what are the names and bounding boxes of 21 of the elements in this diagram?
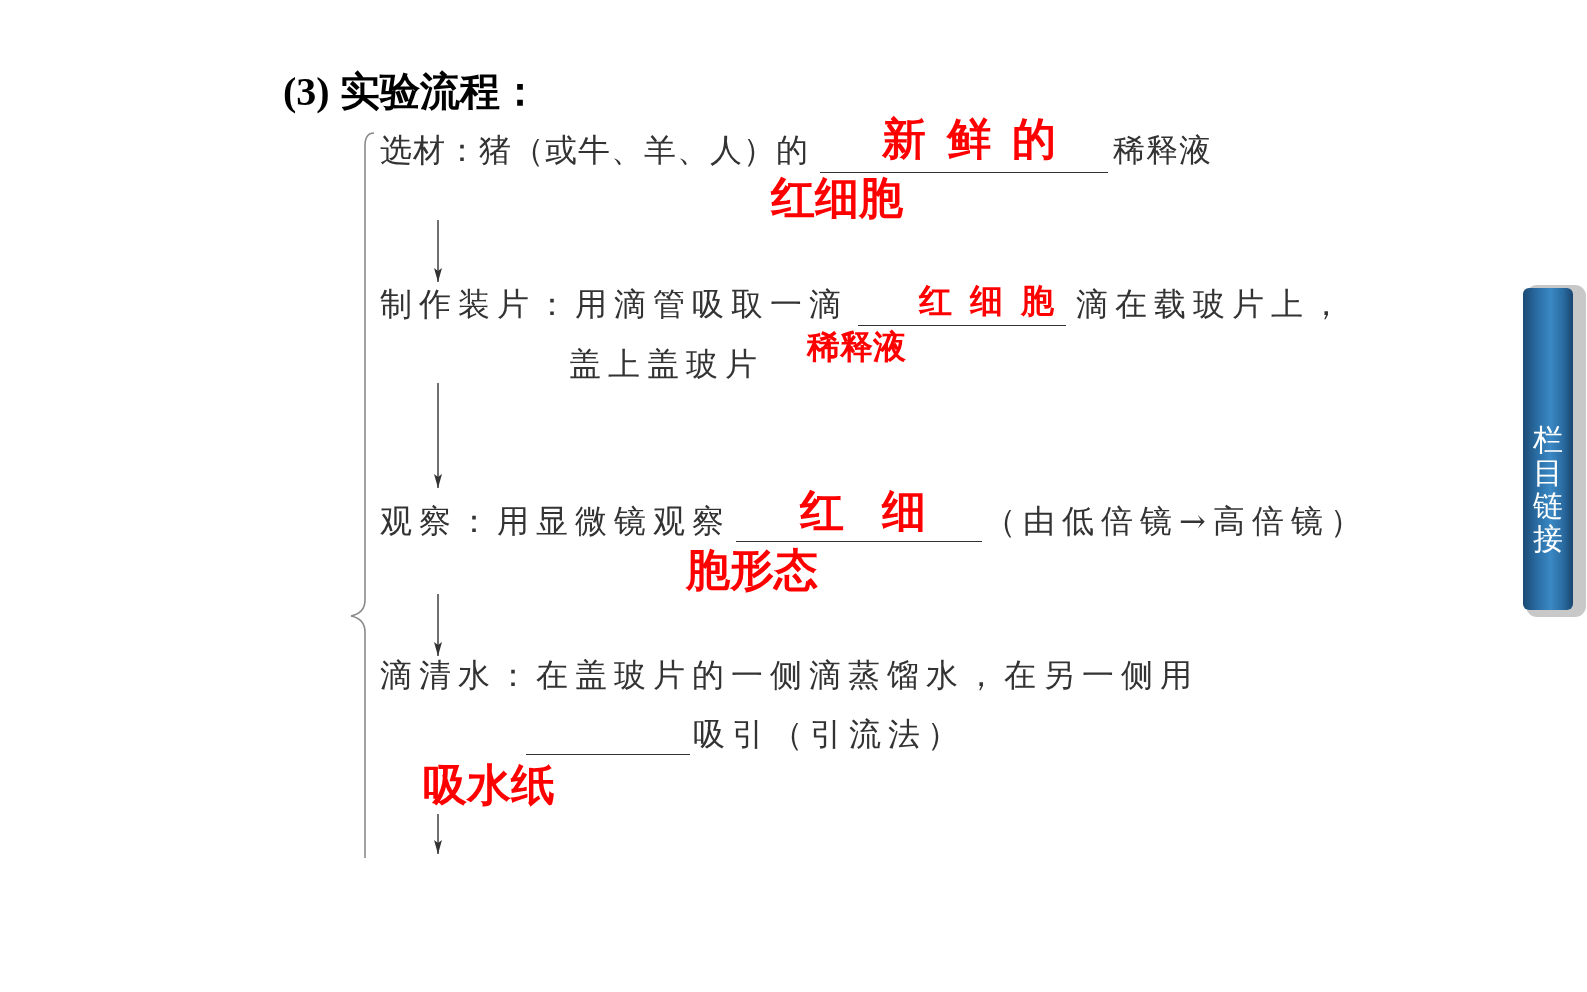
step-text: 滴在载玻片上， — [1076, 285, 1349, 323]
step-text: 滴清水：在盖玻片的一侧滴蒸馏水，在另一侧用 — [380, 656, 1199, 694]
arrow — [434, 382, 442, 489]
answer-text: 红细胞 — [919, 282, 1072, 320]
answer-text: 新鲜的 — [882, 116, 1077, 162]
arrow — [434, 813, 442, 855]
step-text: （由低倍镜→高倍镜） — [984, 502, 1369, 540]
answer-text: 红细胞 — [771, 176, 903, 220]
step-text: 盖上盖玻片 — [569, 345, 764, 383]
step-text: 稀释液 — [1113, 131, 1212, 169]
step-text: 制作装片：用滴管吸取一滴 — [380, 285, 848, 323]
answer-text: 吸水纸 — [423, 760, 555, 810]
answer-text: 胞形态 — [686, 547, 818, 593]
answer-text: 红细 — [800, 488, 964, 534]
step-text: 观察：用显微镜观察 — [380, 502, 731, 540]
arrow — [434, 219, 442, 283]
answer-text: 稀释液 — [807, 328, 906, 366]
step-text: 选材：猪（或牛、羊、人）的 — [380, 131, 809, 169]
step-text: 吸引（引流法） — [693, 715, 966, 753]
title: (3) 实验流程： — [283, 68, 540, 116]
arrow — [434, 593, 442, 657]
